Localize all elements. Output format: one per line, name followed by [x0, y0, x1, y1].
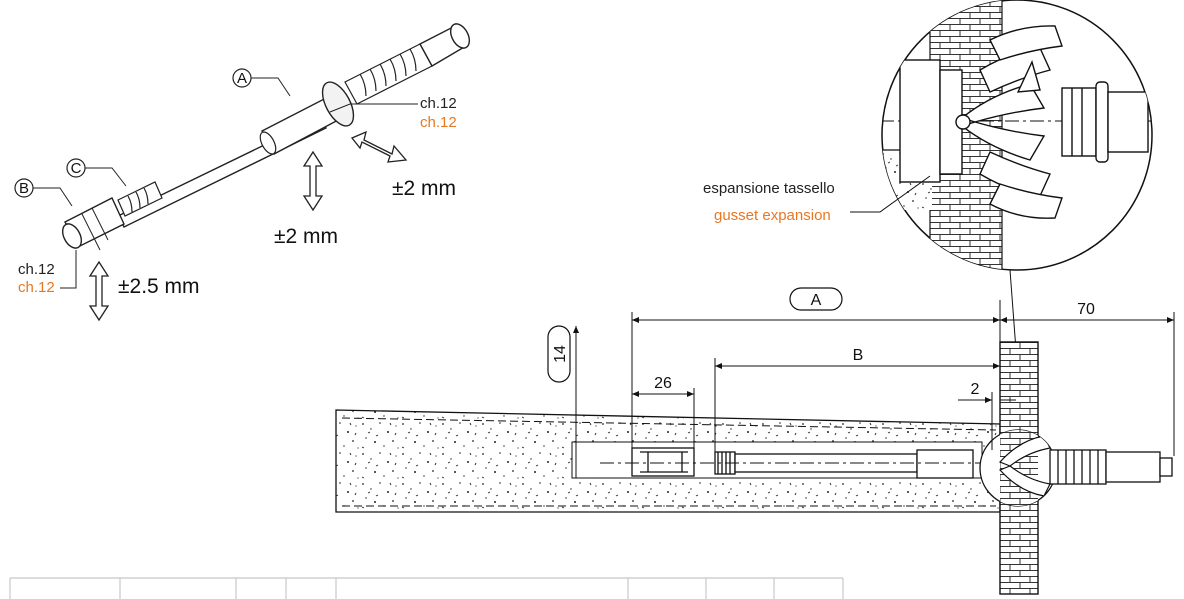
tolerance-tip: ±2.5 mm [118, 275, 200, 298]
dim-26: 26 [654, 375, 672, 392]
svg-text:espansione tassello: espansione tassello [703, 180, 835, 197]
svg-text:A: A [237, 70, 247, 87]
dim-70: 70 [1077, 301, 1095, 318]
svg-text:ch.12: ch.12 [420, 95, 457, 112]
anchor-iso-view [61, 23, 471, 251]
svg-text:C: C [71, 160, 82, 177]
tip-adjust-arrow-icon [88, 260, 110, 322]
svg-text:ch.12: ch.12 [18, 279, 55, 296]
dim-b: B [853, 347, 864, 364]
callout-b: B [14, 178, 73, 207]
spec-table-header [9, 577, 844, 599]
dim-14-tag: 14 [547, 325, 571, 383]
section-view [335, 341, 1173, 595]
expansion-label: espansione tassello gusset expansion [703, 175, 931, 224]
svg-text:ch.12: ch.12 [420, 114, 457, 131]
dimension-lines [573, 300, 1175, 478]
tolerance-lateral: ±2 mm [392, 177, 456, 200]
expansion-detail [881, 0, 1153, 431]
wrench-size-bottom: ch.12 ch.12 [18, 250, 77, 296]
dim-a-tag: A [789, 287, 843, 311]
tolerance-vertical: ±2 mm [274, 225, 338, 248]
svg-text:ch.12: ch.12 [18, 261, 55, 278]
lateral-adjust-arrow-icon [350, 130, 408, 163]
callout-c: C [66, 158, 127, 187]
dim-2: 2 [971, 381, 980, 398]
svg-text:gusset expansion: gusset expansion [714, 207, 831, 224]
svg-text:14: 14 [552, 345, 569, 363]
svg-text:A: A [811, 292, 822, 309]
callout-a: A [232, 68, 291, 97]
vertical-adjust-arrow-icon [302, 150, 324, 212]
wrench-size-top: ch.12 ch.12 [329, 95, 457, 131]
svg-text:B: B [19, 180, 29, 197]
